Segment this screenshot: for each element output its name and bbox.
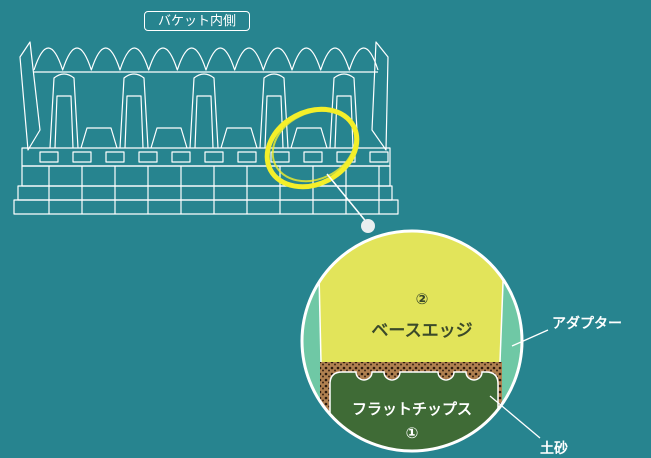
soil-label: 土砂 <box>540 441 568 457</box>
adapter-block <box>150 127 188 149</box>
edge-block <box>369 151 389 163</box>
edge-block <box>204 151 224 163</box>
flat-tips-number: ① <box>405 424 419 442</box>
flat-tips-label: フラットチップス <box>351 400 472 418</box>
adapter-block <box>80 127 118 149</box>
tooth-shank-inner <box>194 95 214 149</box>
edge-block <box>105 151 125 163</box>
magnifier-content <box>302 231 522 451</box>
bucket-illustration <box>13 41 399 215</box>
block-row-group <box>39 151 389 214</box>
tooth-shank <box>329 73 359 149</box>
edge-block <box>303 151 323 163</box>
tooth-shank <box>259 73 289 149</box>
base-edge-number: ② <box>415 290 429 308</box>
adapter-label: アダプター <box>552 316 622 332</box>
tooth-shank-inner <box>54 95 74 149</box>
base-edge-region <box>318 231 505 362</box>
edge-block <box>39 151 59 163</box>
connector-line <box>326 173 369 225</box>
bucket-scallop-edge <box>33 47 379 71</box>
tooth-shank <box>189 73 219 149</box>
bucket-teeth-group <box>49 73 359 149</box>
base-plate <box>21 147 391 167</box>
tooth-shank <box>49 73 79 149</box>
adapter-block <box>290 127 328 149</box>
tooth-shank-inner <box>264 95 284 149</box>
tooth-shank-inner <box>124 95 144 149</box>
edge-block <box>237 151 257 163</box>
soil-leader <box>489 395 541 439</box>
base-edge-label: ベースエッジ <box>371 321 473 341</box>
edge-block <box>171 151 191 163</box>
connector-dot <box>361 219 375 233</box>
edge-block <box>270 151 290 163</box>
edge-block <box>72 151 92 163</box>
adapter-leader <box>511 329 549 347</box>
edge-block <box>138 151 158 163</box>
bucket-inside-label: バケット内側 <box>144 11 250 31</box>
tooth-shank <box>119 73 149 149</box>
adapter-block <box>220 127 258 149</box>
